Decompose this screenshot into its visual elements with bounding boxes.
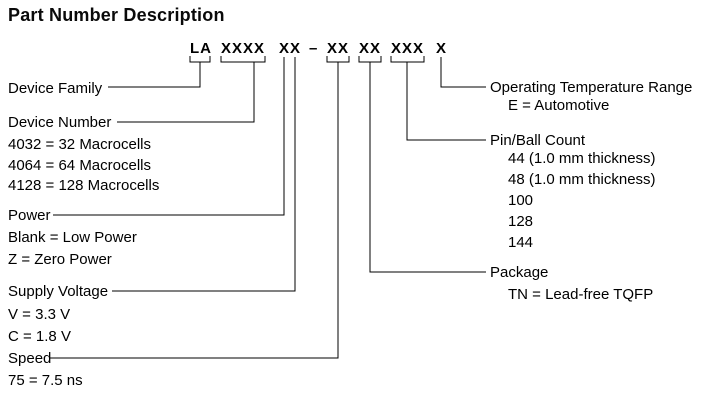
part-number-segment-temp-range: X bbox=[436, 40, 448, 57]
device-number-option: 4128 = 128 Macrocells bbox=[8, 177, 160, 194]
pin-ball-count-option: 144 bbox=[508, 234, 534, 251]
device-number-option: 4032 = 32 Macrocells bbox=[8, 136, 151, 153]
connector-operating-temperature-range bbox=[440, 57, 486, 88]
field-label-package: Package bbox=[490, 264, 549, 281]
supply-voltage-option: V = 3.3 V bbox=[8, 306, 71, 323]
package-option: TN = Lead-free TQFP bbox=[508, 286, 654, 303]
part-number-segment-device-number: XXXX bbox=[221, 40, 266, 57]
device-number-option: 4064 = 64 Macrocells bbox=[8, 157, 151, 174]
field-label-device-family: Device Family bbox=[8, 80, 103, 97]
connector-supply-voltage bbox=[112, 57, 296, 292]
pin-ball-count-option: 44 (1.0 mm thickness) bbox=[508, 150, 656, 167]
part-number-segment-pin-count: XXX bbox=[391, 40, 425, 57]
connector-device-number bbox=[117, 62, 255, 123]
connector-pin-ball-count bbox=[406, 62, 486, 141]
pin-ball-count-option: 48 (1.0 mm thickness) bbox=[508, 171, 656, 188]
speed-option: 75 = 7.5 ns bbox=[8, 372, 83, 389]
part-number-separator-dash: – bbox=[309, 40, 319, 57]
field-label-speed: Speed bbox=[8, 350, 52, 367]
power-option: Blank = Low Power bbox=[8, 229, 137, 246]
connector-device-family bbox=[108, 62, 201, 88]
operating-temperature-range-option: E = Automotive bbox=[508, 97, 610, 114]
connector-package bbox=[369, 62, 486, 273]
field-label-operating-temperature-range: Operating Temperature Range bbox=[490, 79, 693, 96]
page-title: Part Number Description bbox=[8, 5, 225, 25]
part-number-segment-power-voltage: XX bbox=[279, 40, 302, 57]
field-label-device-number: Device Number bbox=[8, 114, 112, 131]
pin-ball-count-option: 100 bbox=[508, 192, 534, 209]
field-label-supply-voltage: Supply Voltage bbox=[8, 283, 109, 300]
connector-line-group bbox=[50, 56, 486, 359]
part-number-segment-speed: XX bbox=[327, 40, 350, 57]
power-option: Z = Zero Power bbox=[8, 251, 112, 268]
supply-voltage-option: C = 1.8 V bbox=[8, 328, 71, 345]
field-label-pin-ball-count: Pin/Ball Count bbox=[490, 132, 586, 149]
connector-speed bbox=[50, 62, 339, 359]
pin-ball-count-option: 128 bbox=[508, 213, 534, 230]
field-label-power: Power bbox=[8, 207, 51, 224]
part-number-segment-device-family: LA bbox=[190, 40, 212, 57]
part-number-segment-package: XX bbox=[359, 40, 382, 57]
